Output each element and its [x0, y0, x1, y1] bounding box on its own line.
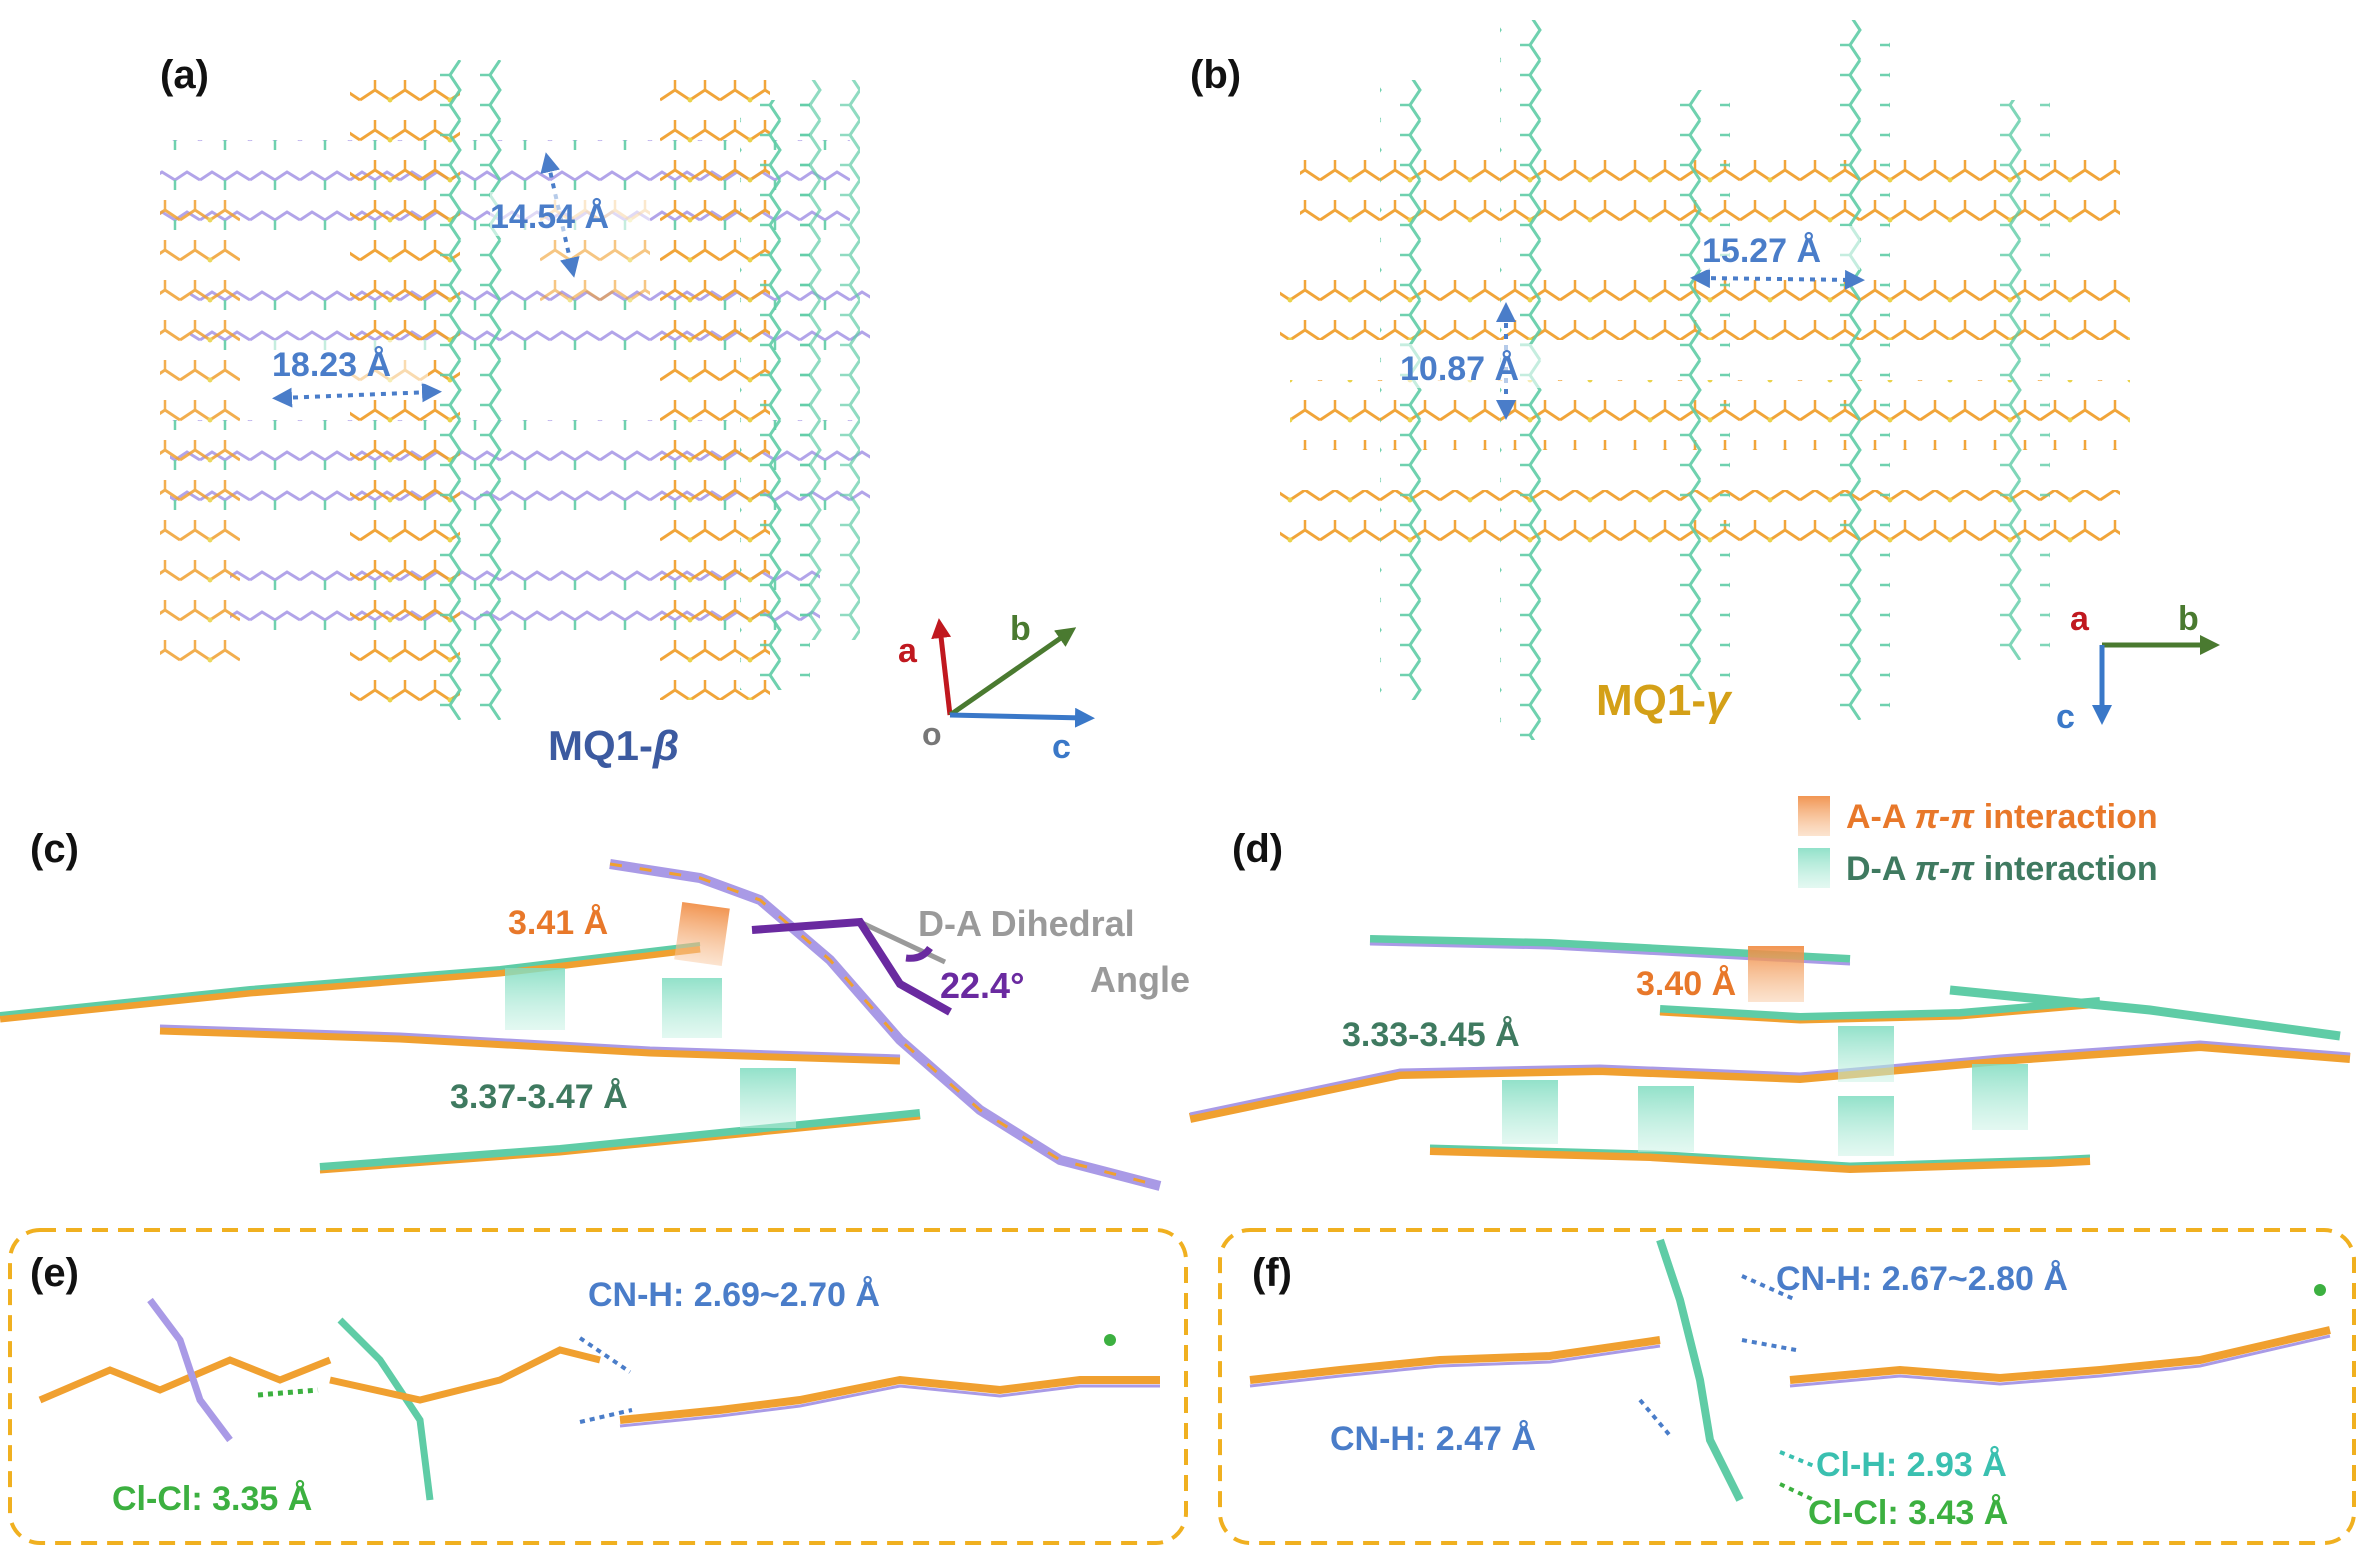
panel-b-axis-a-label: a [2070, 600, 2090, 638]
panel-a-axis-origin-label: o [922, 716, 942, 752]
panel-b-axis-b-label: b [2178, 600, 2199, 638]
panel-a: (a) 14.54 Å 18.23 Å MQ1-β a b c o [160, 53, 1095, 769]
panel-d-molecular-stack [1188, 935, 2351, 1174]
panel-f-cnh-left-label: CN-H: 2.47 Å [1330, 1420, 1536, 1458]
panel-c-label: (c) [30, 827, 79, 871]
legend-aa-label: A-A π-π interaction [1846, 798, 2158, 836]
panel-f-cnh-contact [1638, 1398, 1674, 1440]
panel-e-clcl-contact [257, 1387, 319, 1398]
panel-c-dihedral-label-line2: Angle [1090, 959, 1190, 1000]
panel-f-clh-contact [1779, 1450, 1815, 1468]
panel-d-da-interaction-box [1838, 1096, 1894, 1156]
panel-e-molecular-structure [38, 1297, 1160, 1501]
legend-da-label: D-A π-π interaction [1846, 850, 2158, 888]
panel-a-crystal-lattice [160, 60, 870, 720]
panel-b-label: (b) [1190, 53, 1241, 97]
panel-a-axis-c-label: c [1052, 728, 1071, 766]
panel-b-axis-triad: a b c [2056, 600, 2220, 736]
panel-b-axis-c-label: c [2056, 698, 2075, 736]
legend-da-swatch [1798, 848, 1830, 888]
panel-e-cnh-contact [578, 1336, 632, 1374]
panel-f-label: (f) [1252, 1251, 1292, 1295]
panel-a-vertical-distance-label: 14.54 Å [490, 198, 609, 236]
panel-d-da-distance-label: 3.33-3.45 Å [1342, 1016, 1520, 1054]
panel-f-frame [1218, 1228, 2356, 1545]
panel-f-cnh-contact [1741, 1338, 1797, 1352]
panel-a-horizontal-distance-label: 18.23 Å [272, 346, 391, 384]
panel-e: (e) CN-H: 2.69~2.70 Å Cl-Cl: 3.35 Å [8, 1228, 1188, 1545]
panel-a-vertical-distance-arrow [540, 152, 580, 278]
panel-a-horizontal-distance-arrow [272, 382, 442, 408]
panel-d-label: (d) [1232, 827, 1283, 871]
panel-d: (d) 3.40 Å 3.33-3.45 Å [1188, 827, 2351, 1174]
panel-b-horizontal-distance-arrow [1690, 268, 1865, 290]
panel-c-molecular-stack [0, 859, 1162, 1191]
legend-aa-swatch [1798, 796, 1830, 836]
panel-f-molecular-structure [1249, 1238, 2331, 1502]
panel-a-title: MQ1-β [548, 722, 679, 769]
panel-a-label: (a) [160, 53, 209, 97]
legend: A-A π-π interaction D-A π-π interaction [1798, 796, 2158, 888]
panel-c-da-interaction-box [662, 978, 722, 1038]
panel-f-cnh-top-label: CN-H: 2.67~2.80 Å [1776, 1260, 2068, 1298]
panel-d-da-interaction-box [1838, 1026, 1894, 1082]
panel-d-aa-interaction-box [1748, 946, 1804, 1002]
panel-f-clh-label: Cl-H: 2.93 Å [1816, 1446, 2007, 1484]
panel-a-axis-a-label: a [898, 632, 918, 670]
panel-b-title: MQ1-γ [1596, 676, 1733, 725]
panel-f-clcl-contact [1779, 1482, 1815, 1502]
panel-e-cnh-contact [579, 1408, 633, 1424]
panel-e-cnh-label: CN-H: 2.69~2.70 Å [588, 1276, 880, 1314]
panel-c-da-interaction-box [740, 1068, 796, 1128]
panel-c-aa-distance-label: 3.41 Å [508, 904, 608, 942]
panel-f-clcl-label: Cl-Cl: 3.43 Å [1808, 1494, 2008, 1532]
panel-c-aa-interaction-box [674, 901, 730, 967]
panel-c: (c) 3.41 Å 3.37-3.47 Å D-A Dihedral Angl… [0, 827, 1190, 1191]
panel-d-da-interaction-box [1972, 1064, 2028, 1130]
panel-e-frame [8, 1228, 1188, 1545]
panel-b-crystal-lattice [1280, 20, 2130, 740]
panel-c-da-distance-label: 3.37-3.47 Å [450, 1078, 628, 1116]
panel-b-vertical-distance-label: 10.87 Å [1400, 350, 1519, 388]
panel-e-label: (e) [30, 1251, 79, 1295]
panel-c-dihedral-value: 22.4° [940, 965, 1024, 1006]
panel-d-aa-distance-label: 3.40 Å [1636, 965, 1736, 1003]
panel-a-axis-triad: a b c o [898, 610, 1095, 766]
panel-f: (f) CN-H: 2.67~2.80 Å CN-H: 2.47 Å Cl-H:… [1218, 1228, 2356, 1545]
panel-d-da-interaction-box [1638, 1086, 1694, 1152]
panel-c-dihedral-angle-marker [751, 917, 952, 1016]
panel-e-clcl-label: Cl-Cl: 3.35 Å [112, 1480, 312, 1518]
panel-a-axis-b-label: b [1010, 610, 1031, 648]
panel-b: (b) 15.27 Å 10.87 Å MQ1-γ a b c [1190, 20, 2220, 740]
panel-b-horizontal-distance-label: 15.27 Å [1702, 232, 1821, 270]
panel-d-da-interaction-box [1502, 1080, 1558, 1144]
panel-c-dihedral-label-line1: D-A Dihedral [918, 903, 1135, 944]
panel-c-da-interaction-box [505, 968, 565, 1030]
